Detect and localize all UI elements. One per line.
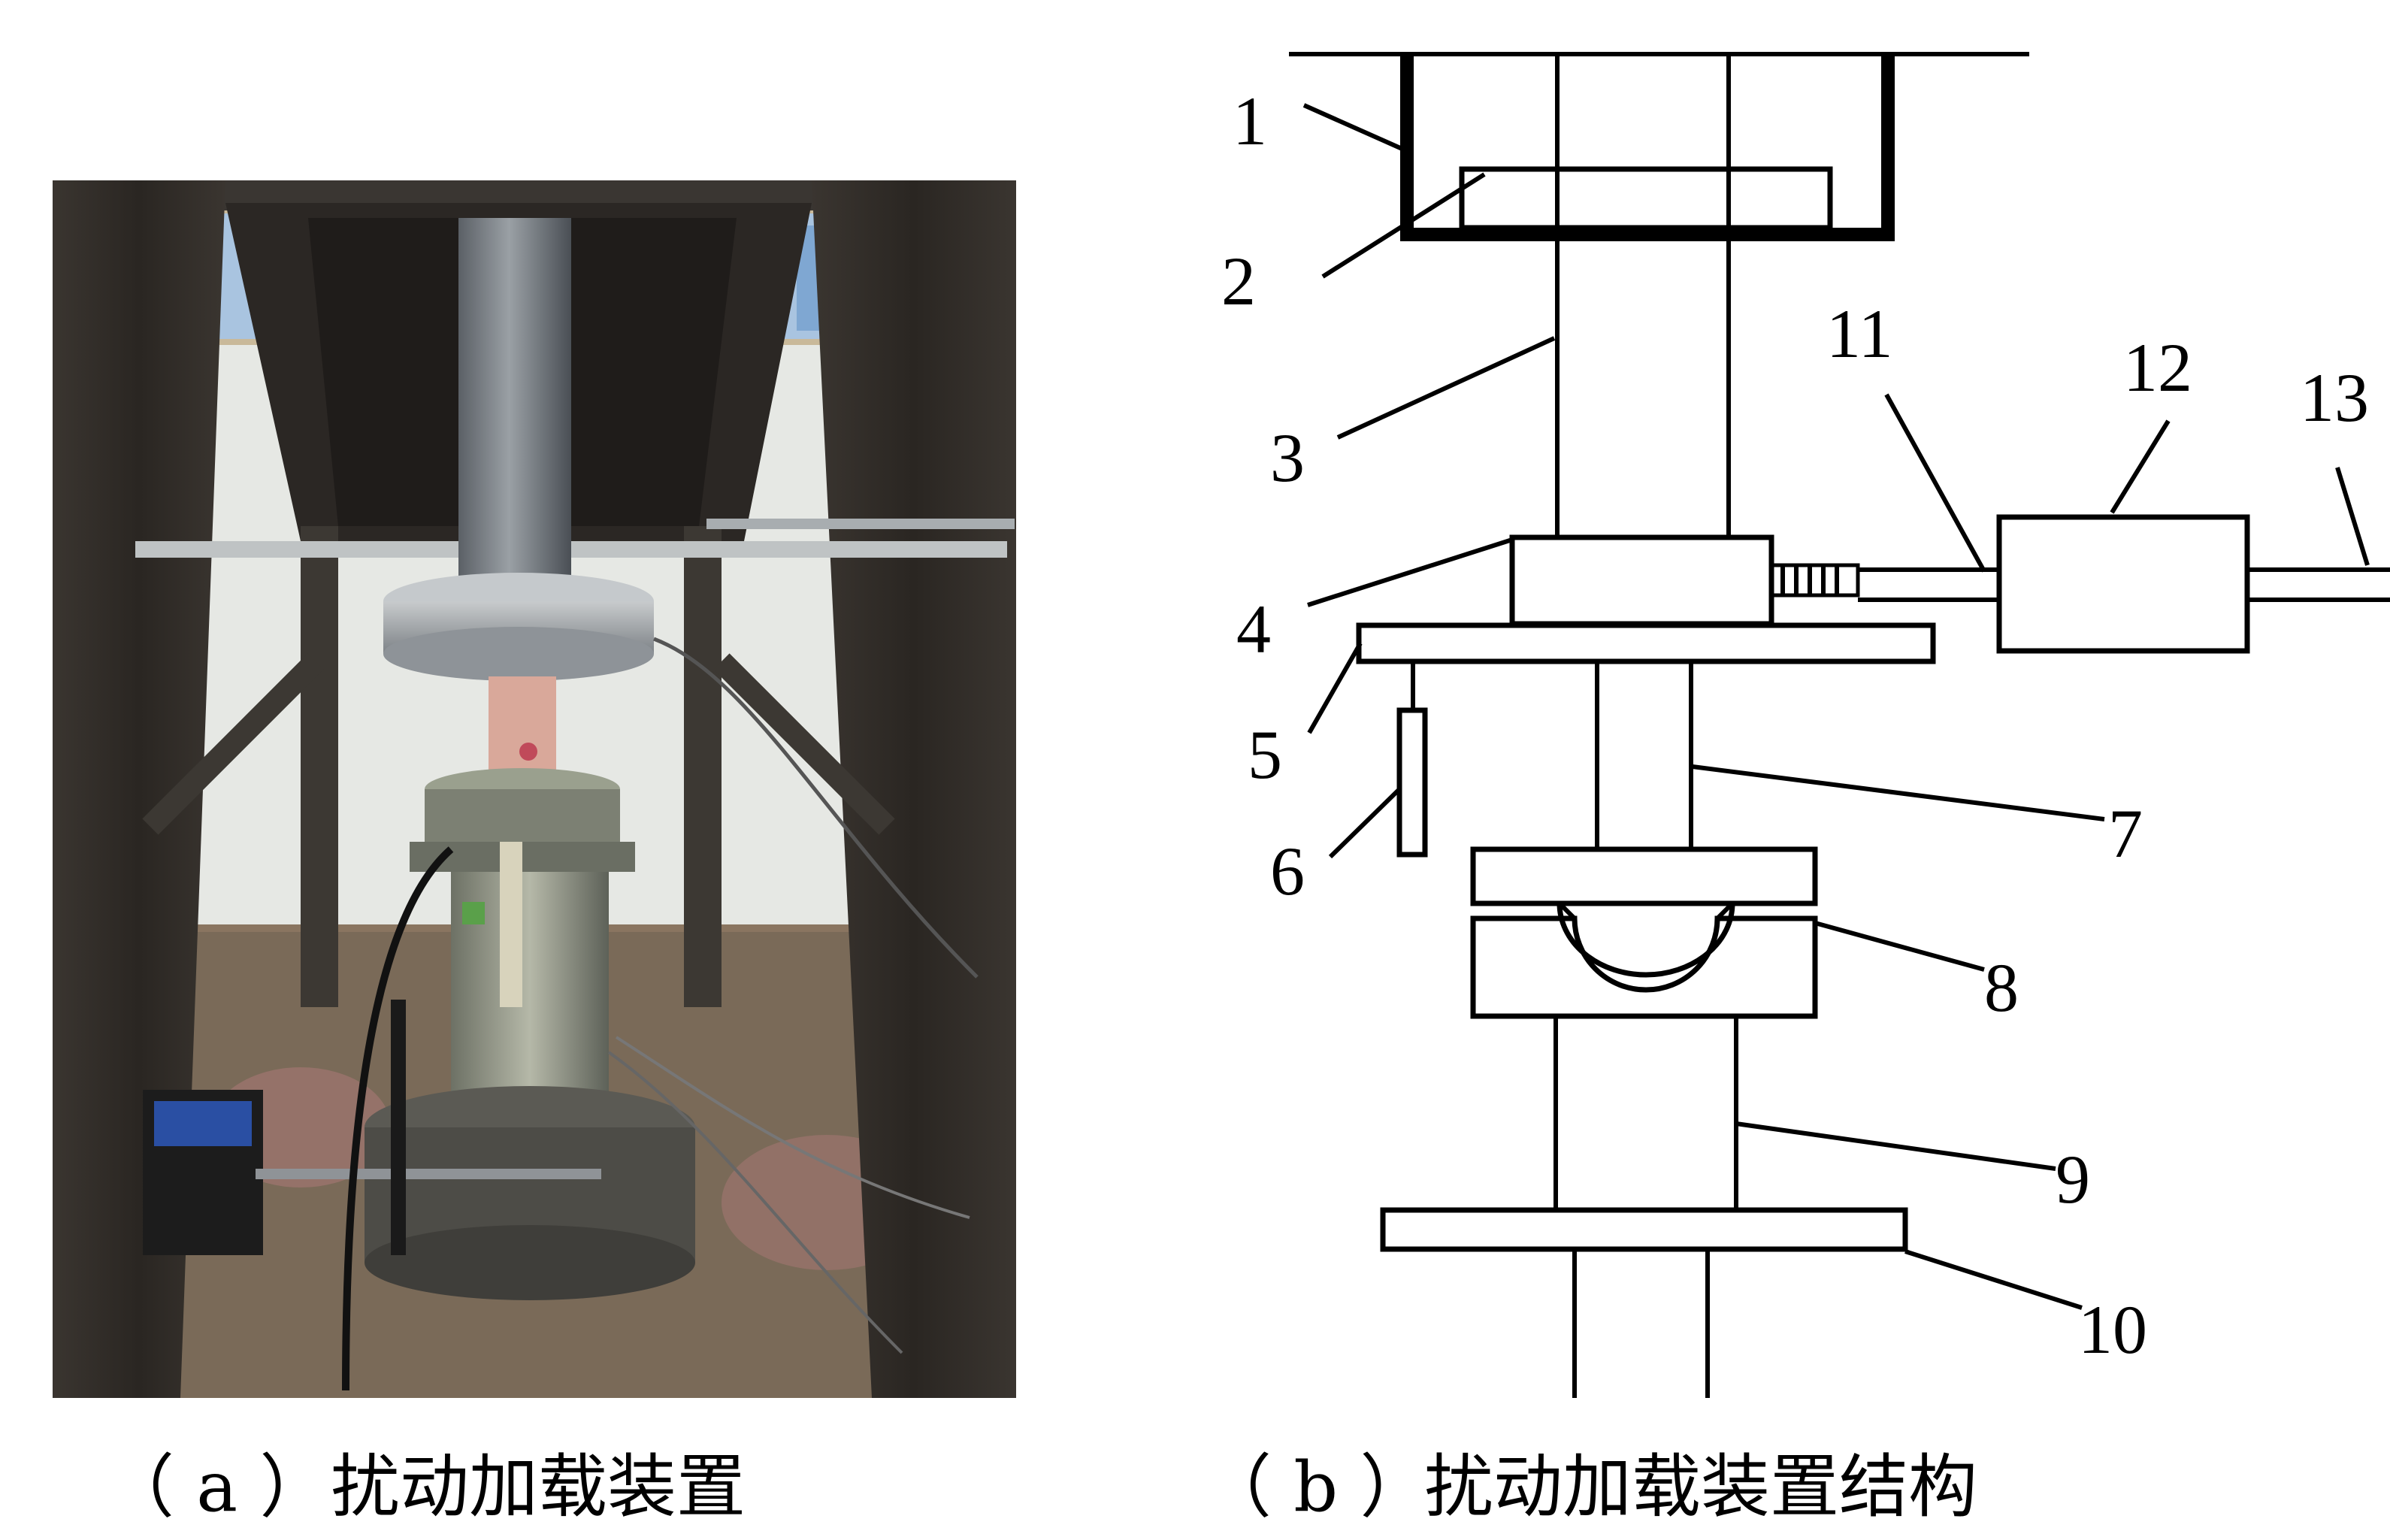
part-1-housing — [1400, 54, 1895, 241]
label-8: 8 — [1984, 949, 2019, 1026]
label-6: 6 — [1270, 833, 1305, 909]
label-2: 2 — [1221, 243, 1256, 319]
label-4: 4 — [1236, 591, 1271, 667]
part-12-unit — [1996, 514, 2250, 654]
label-10: 10 — [2078, 1291, 2147, 1368]
part-2-inner-block — [1459, 166, 1833, 231]
caption-a-tag: （ a ） — [105, 1447, 328, 1527]
caption-a-text: 扰动加载装置 — [331, 1447, 746, 1527]
label-1: 1 — [1233, 83, 1267, 159]
structure-schematic: 1 2 3 4 5 6 7 8 9 10 11 12 13 — [1221, 52, 2390, 1398]
part-5-plate — [1356, 622, 1936, 664]
part-10-base — [1380, 1207, 1908, 1252]
caption-b-text: 扰动加载装置结构 — [1424, 1447, 1977, 1527]
label-5: 5 — [1248, 716, 1282, 793]
label-9: 9 — [2056, 1141, 2090, 1218]
part-8-lower-seat — [1470, 915, 1818, 1019]
label-12: 12 — [2123, 329, 2192, 406]
label-11: 11 — [1826, 295, 1893, 372]
spring-element — [1769, 563, 1860, 598]
label-13: 13 — [2300, 359, 2369, 436]
label-3: 3 — [1270, 419, 1305, 496]
part-6-sensor — [1396, 707, 1428, 858]
caption-b-tag: （ b ） — [1203, 1447, 1429, 1527]
part-4-clamp — [1509, 534, 1774, 627]
loading-device-photo — [53, 180, 1016, 1398]
label-7: 7 — [2108, 795, 2143, 872]
part-8-upper-seat — [1470, 846, 1818, 906]
